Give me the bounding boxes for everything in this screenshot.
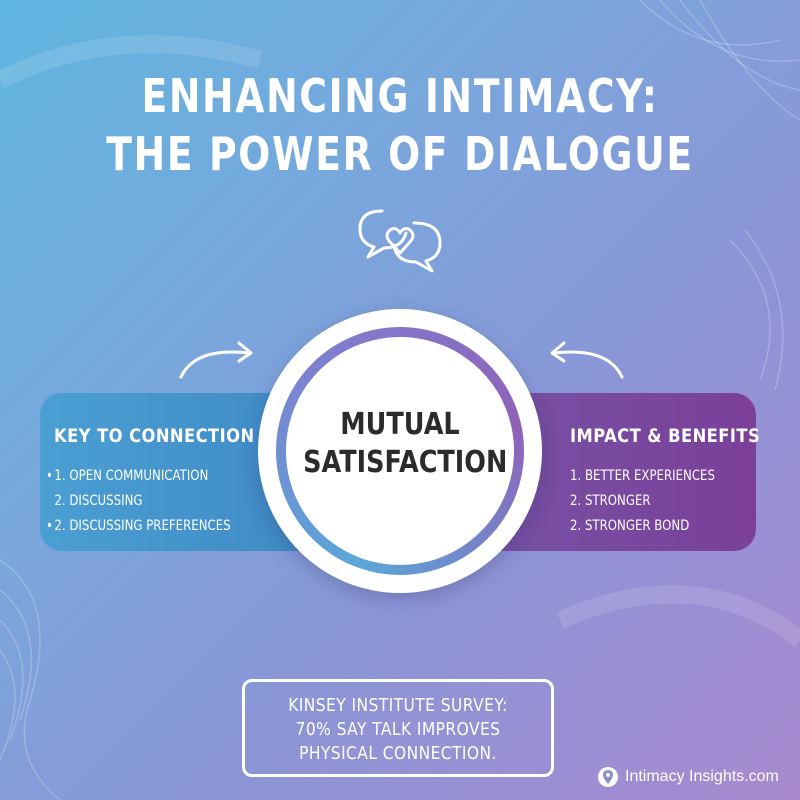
survey-line-1: KINSEY INSTITUTE SURVEY:: [288, 695, 508, 716]
center-inner-circle: [286, 337, 514, 565]
page-title-line-2: THE POWER OF DIALOGUE: [106, 127, 694, 181]
curved-arrow-right-icon: [179, 341, 253, 379]
list-item-text: 1. OPEN COMMUNICATION: [54, 468, 209, 484]
list-item: 2. DISCUSSING: [46, 489, 231, 514]
panel-title: IMPACT & BENEFITS: [570, 425, 761, 447]
brand-watermark: Intimacy Insights.com: [597, 764, 779, 790]
location-pin-icon: [598, 767, 618, 787]
survey-line-2: 70% SAY TALK IMPROVES: [295, 719, 501, 740]
bullet: •: [46, 468, 53, 484]
brand-name: Intimacy Insights.com: [625, 768, 779, 785]
key-to-connection-list: •1. OPEN COMMUNICATION 2. DISCUSSING •2.…: [46, 464, 266, 539]
list-item: •1. OPEN COMMUNICATION: [46, 464, 231, 489]
bullet: •: [46, 518, 53, 534]
center-label-line-2: SATISFACTION: [303, 445, 508, 480]
list-item: 1. BETTER EXPERIENCES: [570, 468, 715, 484]
survey-callout: KINSEY INSTITUTE SURVEY: 70% SAY TALK IM…: [242, 679, 554, 777]
list-item-text: 2. DISCUSSING: [54, 493, 143, 509]
page-title-line-1: ENHANCING INTIMACY:: [141, 69, 659, 123]
dialogue-heart-icon: [358, 209, 442, 273]
list-item: 2. STRONGER: [570, 493, 651, 509]
impact-benefits-list: 1. BETTER EXPERIENCES 2. STRONGER 2. STR…: [570, 464, 743, 539]
list-item: 2. STRONGER BOND: [570, 518, 690, 534]
curved-arrow-left-icon: [550, 341, 624, 379]
list-item-text: 2. DISCUSSING PREFERENCES: [54, 518, 231, 534]
survey-line-3: PHYSICAL CONNECTION.: [299, 743, 497, 764]
list-item: •2. DISCUSSING PREFERENCES: [46, 514, 231, 539]
panel-title: KEY TO CONNECTION: [54, 425, 255, 447]
center-label-line-1: MUTUAL: [340, 407, 460, 442]
